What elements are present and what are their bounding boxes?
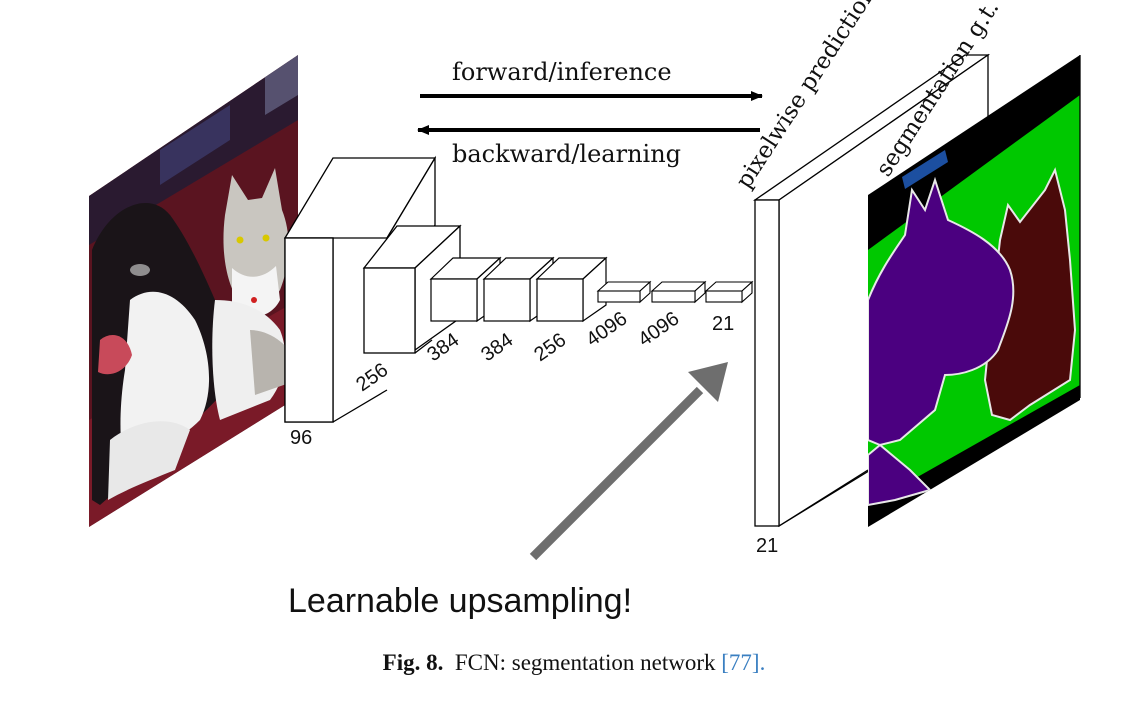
output-label-21: 21 [756, 535, 778, 557]
backward-label: backward/learning [452, 140, 681, 168]
layer-label-384b: 384 [477, 329, 517, 366]
upsampling-label: Learnable upsampling! [288, 582, 632, 620]
caption-citation-link[interactable]: [77]. [721, 650, 766, 675]
layer-label-21: 21 [712, 313, 734, 335]
figure-caption: Fig. 8. FCN: segmentation network [77]. [0, 650, 1148, 676]
layer-label-256b: 256 [530, 329, 570, 366]
upsampling-arrow [529, 362, 728, 561]
layer-block-4096a [596, 280, 652, 304]
layer-block-384b [482, 256, 555, 323]
layer-block-256b [535, 256, 608, 323]
caption-text: FCN: segmentation network [454, 650, 716, 675]
caption-label: Fig. 8. [382, 650, 444, 675]
forward-label: forward/inference [452, 58, 672, 86]
layer-block-21 [704, 280, 754, 304]
layer-label-96: 96 [290, 427, 312, 449]
layer-label-4096b: 4096 [634, 308, 683, 352]
layer-block-4096b [650, 280, 707, 304]
input-photo [89, 55, 298, 527]
